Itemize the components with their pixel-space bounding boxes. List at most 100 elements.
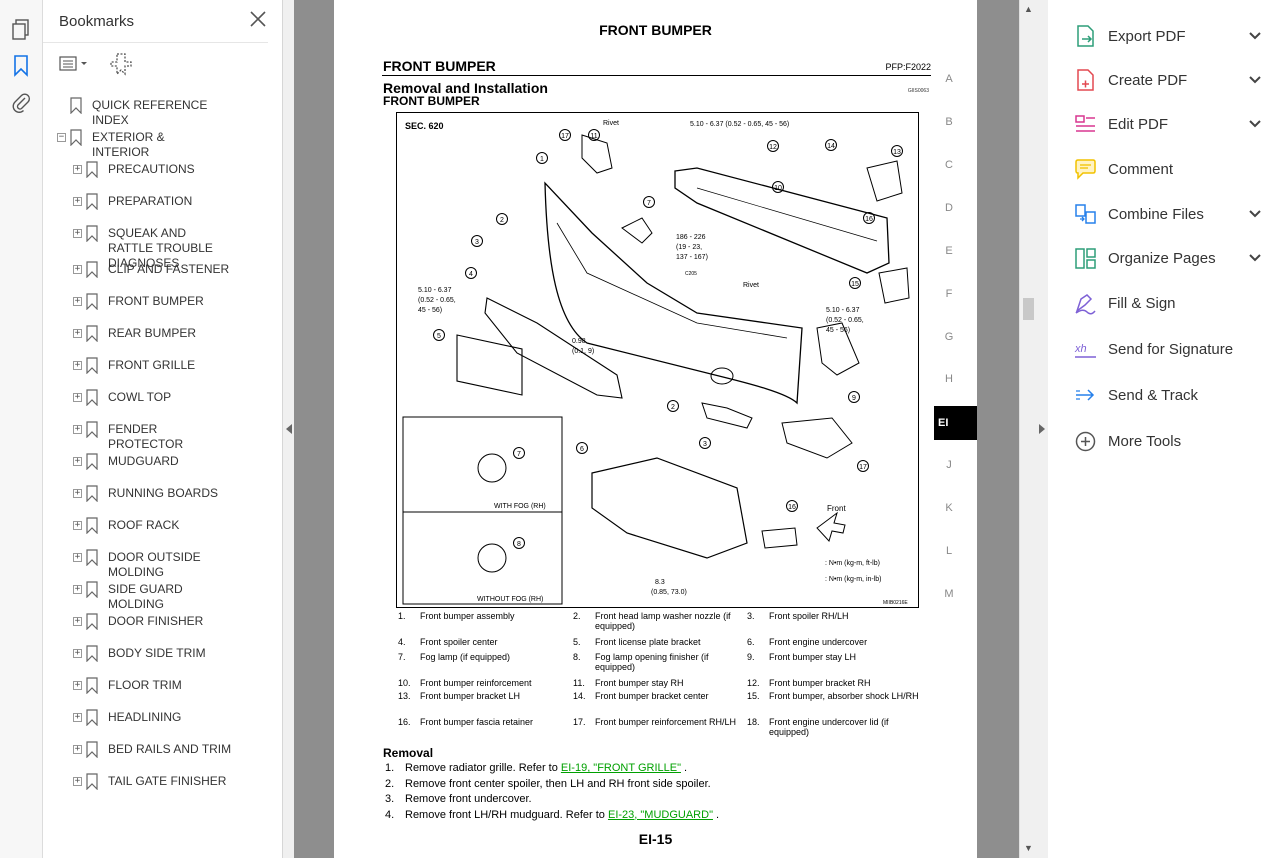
- bookmark-item[interactable]: + FLOOR TRIM: [73, 677, 233, 694]
- cross-reference-link[interactable]: EI-19, "FRONT GRILLE": [560, 762, 681, 774]
- tool-more-tools[interactable]: More Tools: [1072, 426, 1262, 456]
- scroll-thumb[interactable]: [1023, 298, 1034, 320]
- bookmark-icon: [86, 261, 98, 278]
- section-tab-ei[interactable]: EI: [934, 406, 977, 440]
- bookmark-item[interactable]: +FENDER PROTECTOR: [73, 421, 233, 452]
- section-tab-e[interactable]: E: [945, 245, 953, 257]
- vertical-scrollbar[interactable]: ▲ ▼: [1019, 0, 1036, 858]
- options-menu-icon[interactable]: [59, 55, 89, 72]
- expand-icon[interactable]: +: [73, 616, 82, 626]
- bookmark-label: TAIL GATE FINISHER: [108, 774, 227, 788]
- svg-text:10: 10: [774, 185, 782, 192]
- bookmark-item[interactable]: +FRONT GRILLE: [73, 357, 233, 374]
- left-panel-toggle[interactable]: [283, 0, 294, 858]
- expand-icon[interactable]: +: [73, 744, 82, 754]
- bookmark-item[interactable]: +SIDE GUARD MOLDING: [73, 581, 233, 612]
- bookmark-item[interactable]: +COWL TOP: [73, 389, 233, 406]
- cross-reference-link[interactable]: EI-23, "MUDGUARD": [607, 808, 713, 821]
- bookmark-item[interactable]: +SQUEAK AND RATTLE TROUBLE DIAGNOSES: [73, 225, 233, 271]
- document-viewport[interactable]: FRONT BUMPER FRONT BUMPER PFP:F2022 Remo…: [294, 0, 1019, 858]
- expand-icon[interactable]: +: [73, 392, 82, 402]
- expand-icon[interactable]: +: [73, 424, 82, 434]
- bookmark-icon: [86, 517, 98, 534]
- section-tab-k[interactable]: K: [945, 502, 953, 514]
- section-tab-d[interactable]: D: [945, 202, 953, 214]
- bookmark-item[interactable]: +HEADLINING: [73, 709, 233, 726]
- expand-icon[interactable]: +: [73, 196, 82, 206]
- expand-icon[interactable]: +: [73, 776, 82, 786]
- bookmark-item[interactable]: −EXTERIOR & INTERIOR: [57, 129, 217, 160]
- bookmark-item[interactable]: +DOOR FINISHER: [73, 613, 233, 630]
- chevron-down-icon[interactable]: [1248, 116, 1262, 133]
- expand-icon[interactable]: +: [73, 264, 82, 274]
- bookmark-item[interactable]: + TAIL GATE FINISHER: [73, 773, 233, 790]
- svg-text:2: 2: [671, 404, 675, 411]
- tool-organize-pages[interactable]: Organize Pages: [1072, 243, 1262, 273]
- scroll-up-icon[interactable]: ▲: [1024, 4, 1033, 14]
- section-tab-b[interactable]: B: [945, 116, 953, 128]
- tool-fill-sign[interactable]: Fill & Sign: [1072, 288, 1262, 318]
- section-tab-f[interactable]: F: [945, 288, 953, 300]
- tool-create-pdf[interactable]: Create PDF: [1072, 65, 1262, 95]
- expand-icon[interactable]: +: [73, 648, 82, 658]
- bookmark-icon: [86, 453, 98, 470]
- new-bookmark-icon[interactable]: [109, 52, 133, 76]
- tool-edit-pdf[interactable]: Edit PDF: [1072, 109, 1262, 139]
- expand-icon[interactable]: +: [73, 680, 82, 690]
- bookmark-item[interactable]: +FRONT BUMPER: [73, 293, 233, 310]
- send-signature-icon: xh: [1072, 336, 1098, 362]
- scroll-down-icon[interactable]: ▼: [1024, 843, 1033, 853]
- expand-icon[interactable]: +: [73, 296, 82, 306]
- bookmarks-icon[interactable]: [7, 52, 35, 80]
- bookmark-item[interactable]: +PRECAUTIONS: [73, 161, 233, 178]
- chevron-down-icon[interactable]: [1248, 28, 1262, 45]
- chevron-down-icon[interactable]: [1248, 206, 1262, 223]
- bookmark-item[interactable]: +CLIP AND FASTENER: [73, 261, 233, 278]
- collapse-icon[interactable]: −: [57, 132, 66, 142]
- expand-icon[interactable]: +: [73, 712, 82, 722]
- section-tab-a[interactable]: A: [945, 73, 953, 85]
- bookmark-item[interactable]: +ROOF RACK: [73, 517, 233, 534]
- attachments-icon[interactable]: [7, 88, 35, 116]
- bookmark-item[interactable]: +PREPARATION: [73, 193, 233, 210]
- front-label: Front: [827, 504, 846, 513]
- close-icon[interactable]: [250, 10, 266, 32]
- expand-icon[interactable]: +: [73, 328, 82, 338]
- bookmark-item[interactable]: +REAR BUMPER: [73, 325, 233, 342]
- tool-combine-files[interactable]: Combine Files: [1072, 199, 1262, 229]
- bookmark-label: FLOOR TRIM: [108, 678, 182, 692]
- expand-icon[interactable]: +: [73, 488, 82, 498]
- expand-icon[interactable]: +: [73, 552, 82, 562]
- section-tab-h[interactable]: H: [945, 373, 953, 385]
- pages-thumbnails-icon[interactable]: [7, 16, 35, 44]
- expand-icon[interactable]: +: [73, 228, 82, 238]
- tool-label: Create PDF: [1108, 71, 1188, 89]
- tool-send-track[interactable]: Send & Track: [1072, 380, 1262, 410]
- bookmark-item[interactable]: +RUNNING BOARDS: [73, 485, 233, 502]
- section-tab-j[interactable]: J: [946, 459, 952, 471]
- bookmark-item[interactable]: +BODY SIDE TRIM: [73, 645, 233, 662]
- bookmark-item[interactable]: +MUDGUARD: [73, 453, 233, 470]
- section-tab-c[interactable]: C: [945, 159, 953, 171]
- tool-label: Organize Pages: [1108, 249, 1216, 267]
- expand-icon[interactable]: +: [73, 584, 82, 594]
- expand-icon[interactable]: +: [73, 456, 82, 466]
- tool-export-pdf[interactable]: Export PDF: [1072, 21, 1262, 51]
- section-tab-g[interactable]: G: [944, 331, 954, 343]
- with-fog-label: WITH FOG (RH): [494, 503, 546, 510]
- right-panel-toggle[interactable]: [1036, 0, 1048, 858]
- expand-icon[interactable]: +: [73, 360, 82, 370]
- section-tab-m[interactable]: M: [944, 588, 954, 600]
- torque-label-2b: (19 - 23,: [676, 244, 702, 251]
- chevron-down-icon[interactable]: [1248, 250, 1262, 267]
- svg-text:13: 13: [893, 149, 901, 156]
- section-tab-l[interactable]: L: [945, 545, 953, 557]
- expand-icon[interactable]: +: [73, 164, 82, 174]
- bookmark-item[interactable]: QUICK REFERENCE INDEX: [70, 97, 217, 128]
- tool-comment[interactable]: Comment: [1072, 154, 1262, 184]
- expand-icon[interactable]: +: [73, 520, 82, 530]
- bookmark-item[interactable]: +BED RAILS AND TRIM: [73, 741, 233, 758]
- bookmark-item[interactable]: +DOOR OUTSIDE MOLDING: [73, 549, 233, 580]
- chevron-down-icon[interactable]: [1248, 72, 1262, 89]
